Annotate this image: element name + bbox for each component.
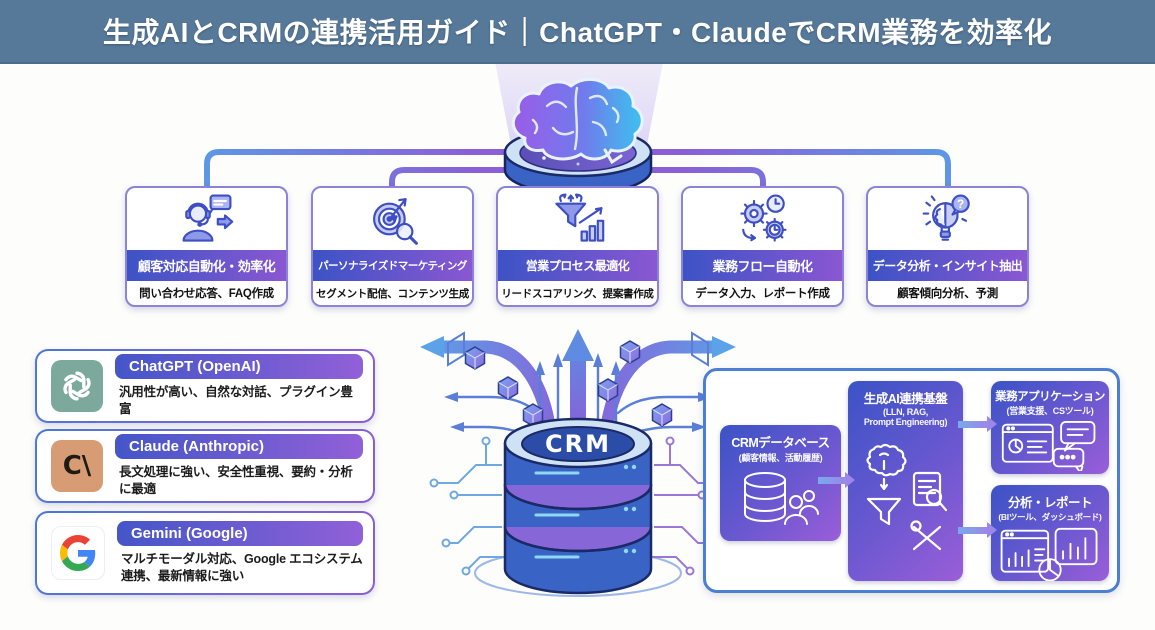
database-people-icon — [743, 472, 819, 525]
google-logo-icon — [51, 526, 105, 580]
flow-arrow-ai-to-analytics — [958, 522, 997, 538]
flow-arrow-db-to-ai — [818, 472, 855, 488]
pipeline-box-analytics: 分析・レポート (BIツール、ダッシュボード) — [991, 485, 1109, 582]
pipeline-box-title: 生成AI連携基盤 — [863, 392, 948, 406]
analytics-charts-icon — [1000, 527, 1098, 582]
feature-box-workflow-automation: 業務フロー自動化 データ入力、レポート作成 — [681, 186, 844, 307]
header-banner: 生成AIとCRMの連携活用ガイド｜ChatGPT・ClaudeでCRM業務を効率… — [0, 0, 1155, 64]
feature-box-customer-support: 顧客対応自動化・効率化 問い合わせ応答、FAQ作成 — [125, 186, 288, 307]
feature-title: 業務フロー自動化 — [683, 250, 842, 281]
pipeline-box-subtitle: (LLN, RAG, — [883, 407, 928, 417]
feature-subtitle: 問い合わせ応答、FAQ作成 — [139, 288, 274, 300]
feature-title: 営業プロセス最適化 — [498, 250, 657, 281]
crm-database-icon: CRM — [503, 417, 653, 595]
pipeline-box-title: CRMデータベース — [731, 436, 830, 450]
ai-processing-icons — [865, 443, 947, 551]
feature-box-data-insight: ? データ分析・インサイト抽出 顧客傾向分析、予測 — [866, 186, 1029, 307]
ai-card-chatgpt: ChatGPT (OpenAI) 汎用性が高い、自然な対話、プラグイン豊富 — [35, 349, 375, 423]
feature-subtitle: セグメント配信、コンテンツ生成 — [316, 287, 469, 300]
pipeline-box-subtitle: (顧客情報、活動履歴) — [738, 453, 823, 463]
ai-card-gemini: Gemini (Google) マルチモーダル対応、Google エコシステム連… — [35, 511, 375, 595]
model-description: 長文処理に強い、安全性重視、要約・分析に最適 — [119, 465, 353, 496]
pipeline-box-title: 分析・レポート — [1007, 496, 1093, 510]
bulb-brain-icon: ? — [868, 188, 1027, 250]
model-description: マルチモーダル対応、Google エコシステム連携、最新情報に強い — [121, 552, 363, 583]
crm-database-illustration: CRM — [420, 329, 736, 597]
pipeline-box-business-apps: 業務アプリケーション (営業支援、CSツール) — [991, 381, 1109, 474]
gear-clock-icon — [683, 188, 842, 250]
model-description: 汎用性が高い、自然な対話、プラグイン豊富 — [119, 385, 353, 416]
model-name: Claude (Anthropic) — [115, 434, 363, 460]
pipeline-box-subtitle: (BIツール、ダッシュボード) — [998, 512, 1102, 522]
sales-funnel-icon — [498, 188, 657, 250]
claude-logo-icon: C\ — [51, 440, 103, 492]
pipeline-box-subtitle: Prompt Engineering) — [863, 417, 948, 427]
pipeline-box-subtitle: (営業支援、CSツール) — [1006, 406, 1094, 416]
pipeline-box-ai-platform: 生成AI連携基盤 (LLN, RAG, Prompt Engineering) — [848, 381, 963, 581]
pipeline-panel: CRMデータベース (顧客情報、活動履歴) 生成AI連携基盤 (LLN, RAG… — [703, 368, 1120, 593]
model-name: ChatGPT (OpenAI) — [115, 354, 363, 380]
ai-brain-icon — [511, 78, 644, 165]
openai-logo-icon — [51, 360, 103, 412]
ai-card-claude: C\ Claude (Anthropic) 長文処理に強い、安全性重視、要約・分… — [35, 429, 375, 503]
feature-box-sales-process: 営業プロセス最適化 リードスコアリング、提案書作成 — [496, 186, 659, 307]
feature-subtitle: データ入力、レポート作成 — [695, 288, 830, 300]
apps-chat-icon — [1001, 421, 1096, 474]
feature-subtitle: 顧客傾向分析、予測 — [897, 288, 998, 300]
feature-title: データ分析・インサイト抽出 — [868, 250, 1027, 281]
model-name: Gemini (Google) — [117, 521, 363, 547]
target-marketing-icon — [313, 188, 472, 250]
pipeline-box-title: 業務アプリケーション — [995, 391, 1105, 403]
feature-title: 顧客対応自動化・効率化 — [127, 250, 286, 281]
pipeline-box-crm-database: CRMデータベース (顧客情報、活動履歴) — [720, 425, 841, 541]
flow-arrow-ai-to-apps — [958, 416, 997, 432]
feature-title: パーソナライズドマーケティング — [313, 250, 472, 281]
crm-label: CRM — [545, 430, 611, 458]
question-mark: ? — [957, 198, 964, 211]
feature-box-personalized-marketing: パーソナライズドマーケティング セグメント配信、コンテンツ生成 — [311, 186, 474, 307]
feature-subtitle: リードスコアリング、提案書作成 — [501, 287, 654, 300]
page-title: 生成AIとCRMの連携活用ガイド｜ChatGPT・ClaudeでCRM業務を効率… — [102, 17, 1053, 48]
customer-support-icon — [127, 188, 286, 250]
